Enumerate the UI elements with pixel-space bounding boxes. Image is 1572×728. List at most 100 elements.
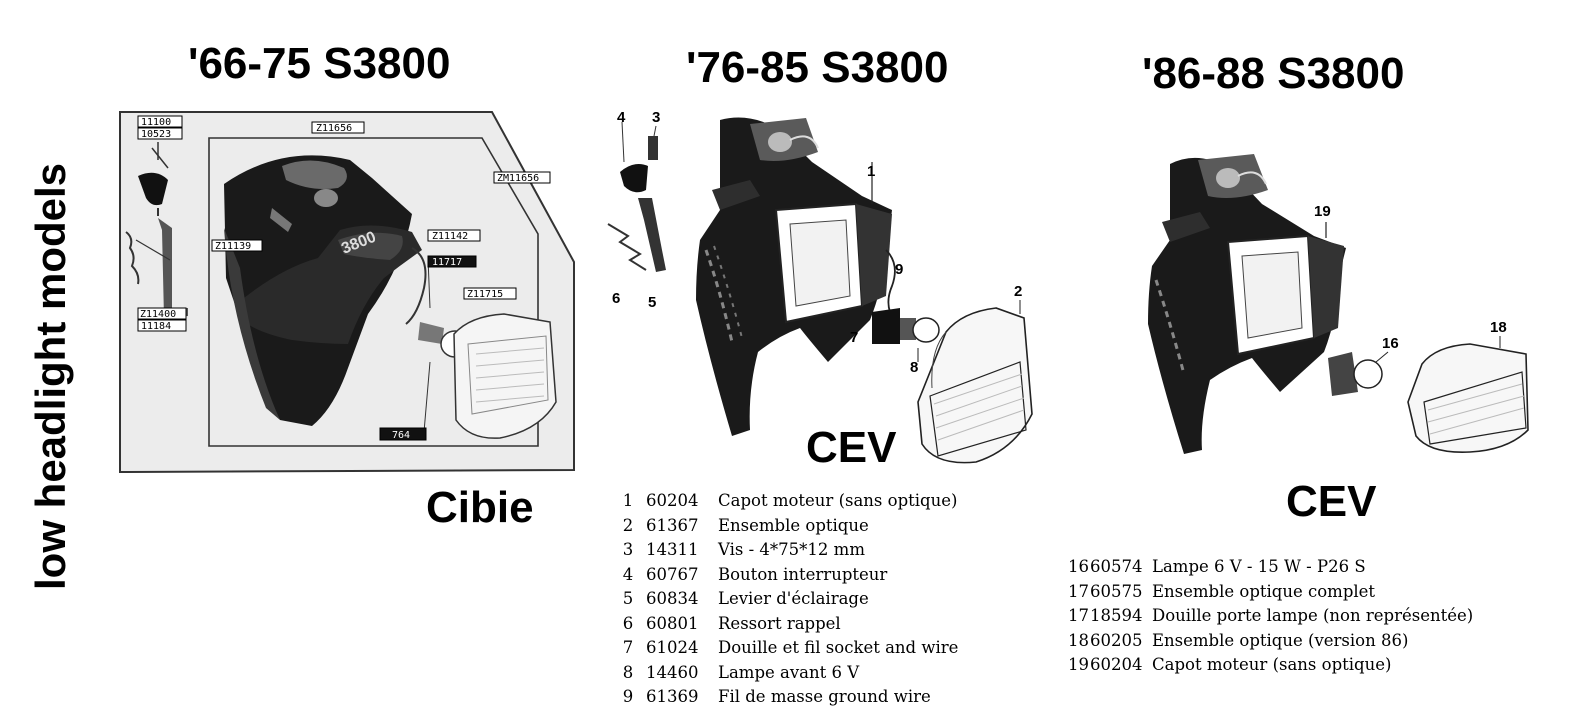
part-number: 7 xyxy=(622,638,634,657)
callout-number: 18 xyxy=(1490,319,1507,336)
part-code: 14311 xyxy=(646,540,699,559)
part-code: 61367 xyxy=(646,515,699,535)
callout-number: 16 xyxy=(1382,335,1399,352)
parts-list-row: 7 61024 Douille et fil socket and wire xyxy=(614,636,959,661)
diagram-76-85: 4 3 1 9 2 6 5 7 8 xyxy=(607,109,1033,464)
parts-list-row: 5 60834 Levier d'éclairage xyxy=(614,587,958,612)
headlamp-icon xyxy=(1407,343,1529,453)
callout-number: 8 xyxy=(910,359,918,376)
part-description: Vis - 4*75*12 mm xyxy=(718,540,865,559)
callout-number: 4 xyxy=(617,109,626,126)
part-description: Lampe 6 V - 15 W - P26 S xyxy=(1152,557,1366,576)
part-description: Lampe avant 6 V xyxy=(718,662,860,682)
part-number: 4 xyxy=(622,564,634,584)
spring-icon xyxy=(607,223,647,271)
bulb-icon xyxy=(1353,359,1383,389)
part-description: Levier d'éclairage xyxy=(718,589,869,608)
callout-label: Z11656 xyxy=(316,123,352,134)
brand-cev-76-85: CEV xyxy=(806,423,897,472)
part-number: 18 xyxy=(1068,630,1089,650)
callout-label: ZM11656 xyxy=(497,173,539,184)
brand-cibie: Cibie xyxy=(426,483,534,532)
screw-icon xyxy=(648,136,658,160)
lever-icon xyxy=(638,198,666,272)
socket-icon xyxy=(1328,352,1358,396)
vertical-heading: low headlight models xyxy=(27,162,74,590)
lever-icon xyxy=(158,218,188,318)
callout-label: 11184 xyxy=(141,321,171,332)
headlamp-icon xyxy=(453,313,557,439)
brand-cev-86-88: CEV xyxy=(1286,477,1377,526)
callout-label: Z11715 xyxy=(467,289,503,300)
part-code: 61369 xyxy=(646,687,699,706)
part-number: 9 xyxy=(622,687,634,706)
callout-labels-66-75: 11100 10523 Z11656 ZM11656 Z11139 Z11142… xyxy=(137,115,551,441)
part-description: Douille et fil socket and wire xyxy=(718,638,959,657)
diagram-66-75: 3800 11100 10523 Z11656 ZM11656 Z11139 Z… xyxy=(112,108,587,480)
wire-icon xyxy=(885,249,896,313)
part-number: 6 xyxy=(622,613,634,633)
callout-label: Z11400 xyxy=(140,309,176,320)
panel-title-86-88: '86-88 S3800 xyxy=(1142,49,1405,98)
part-description: Capot moteur (sans optique) xyxy=(1152,655,1392,674)
part-code: 60801 xyxy=(646,613,699,633)
socket-icon xyxy=(418,322,444,344)
bulb-icon xyxy=(912,317,940,343)
part-code: 14460 xyxy=(646,662,699,682)
part-number: 1 xyxy=(622,491,634,510)
part-code: 61024 xyxy=(646,638,699,657)
callout-number: 6 xyxy=(612,290,620,307)
part-code: 60575 xyxy=(1090,581,1143,601)
socket-icon xyxy=(872,308,900,344)
part-description: Ensemble optique (version 86) xyxy=(1152,630,1409,650)
part-number: 17 xyxy=(1068,581,1089,601)
callout-label: 10523 xyxy=(141,129,171,140)
part-code: 60767 xyxy=(646,564,699,584)
callout-number: 9 xyxy=(895,261,903,278)
callout-label: Z11142 xyxy=(432,231,468,242)
part-description: Ensemble optique xyxy=(718,515,869,535)
wire-icon xyxy=(405,247,427,325)
callout-numbers-76-85: 4 3 1 9 2 6 5 7 8 xyxy=(612,109,1022,376)
part-number: 19 xyxy=(1068,655,1089,674)
part-description: Ensemble optique complet xyxy=(1152,581,1376,601)
part-code: 60834 xyxy=(646,589,699,608)
spring-icon xyxy=(125,231,140,285)
part-description: Ressort rappel xyxy=(718,613,841,633)
switch-knob-icon xyxy=(138,172,168,206)
callout-number: 7 xyxy=(850,329,858,346)
part-description: Capot moteur (sans optique) xyxy=(718,491,958,510)
part-description: Douille porte lampe (non représentée) xyxy=(1152,606,1474,625)
callout-number: 1 xyxy=(867,163,875,180)
part-code: 60574 xyxy=(1090,557,1143,576)
panel-title-76-85: '76-85 S3800 xyxy=(686,43,949,92)
callout-label: 11100 xyxy=(141,117,171,128)
part-code: 60204 xyxy=(1090,655,1143,674)
part-description: Bouton interrupteur xyxy=(718,564,888,584)
parts-list-row: 4 60767 Bouton interrupteur xyxy=(614,563,958,588)
callout-numbers-86-88: 19 16 18 xyxy=(1314,203,1507,352)
part-code: 60205 xyxy=(1090,630,1143,650)
callout-number: 3 xyxy=(652,109,660,126)
part-code: 60204 xyxy=(646,491,699,510)
part-number: 5 xyxy=(622,589,634,608)
callout-label: 764 xyxy=(392,430,410,441)
part-number: 16 xyxy=(1068,557,1089,576)
callout-label: 11717 xyxy=(432,257,462,268)
part-code: 18594 xyxy=(1090,606,1143,625)
parts-list-row: 1 60204 Capot moteur (sans optique) xyxy=(614,489,958,514)
part-number: 17 xyxy=(1068,606,1089,625)
callout-number: 2 xyxy=(1014,283,1022,300)
callout-number: 5 xyxy=(648,294,656,311)
